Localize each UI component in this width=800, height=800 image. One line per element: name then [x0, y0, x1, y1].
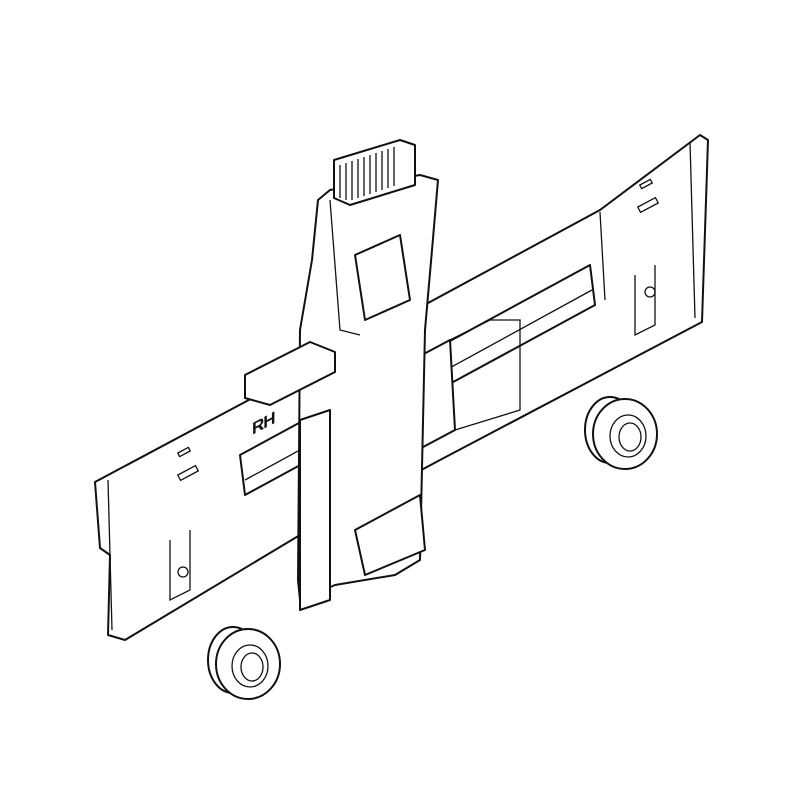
- side-clip: [244, 341, 336, 406]
- roller-right: [584, 396, 658, 470]
- adjuster-body: [297, 174, 439, 611]
- release-button: [333, 139, 416, 206]
- roller-left: [207, 626, 281, 700]
